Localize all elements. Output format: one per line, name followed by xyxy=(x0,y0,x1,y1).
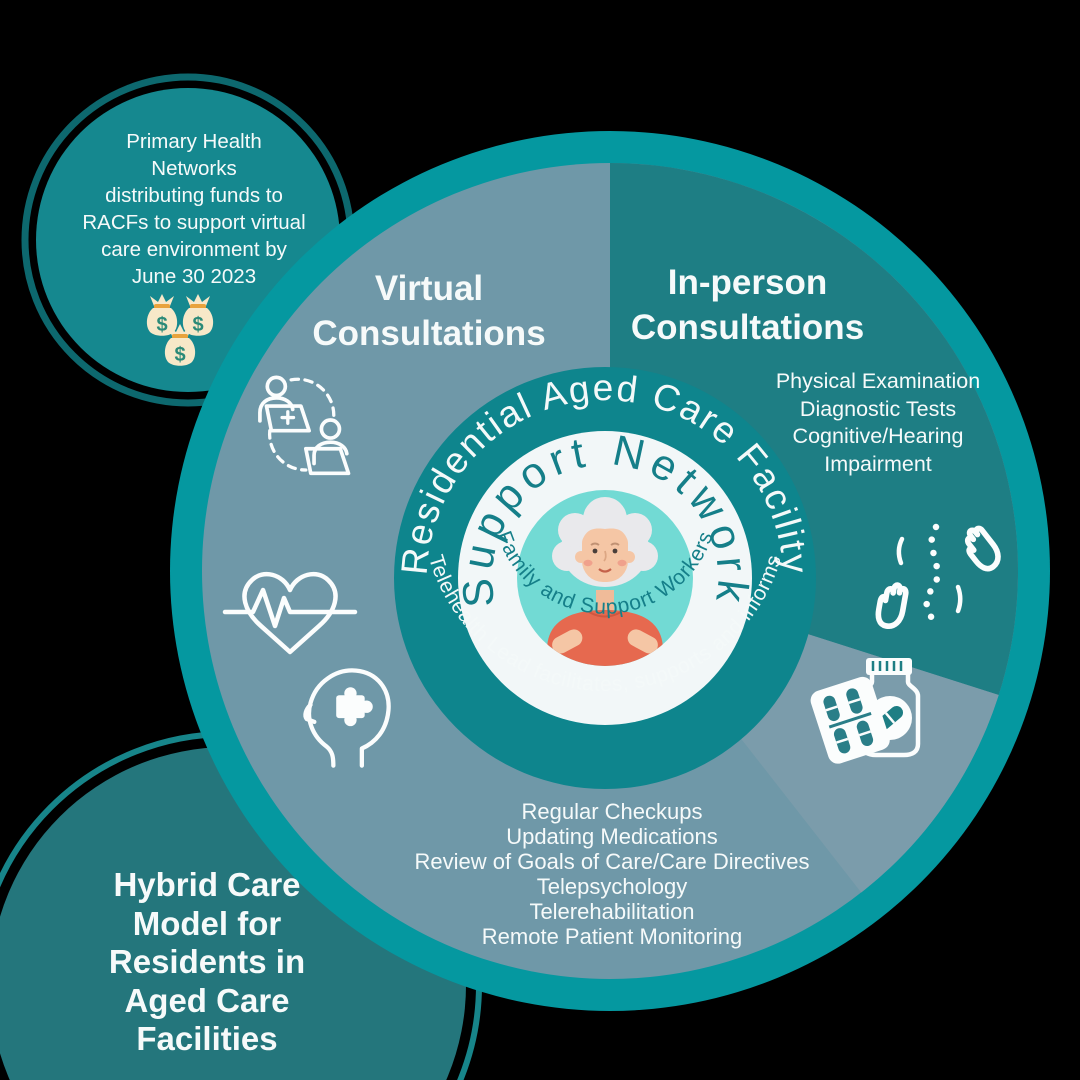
hybrid-line: Hybrid Care xyxy=(113,866,301,903)
shared-service-item: Telerehabilitation xyxy=(529,899,695,924)
dollar-sign: $ xyxy=(156,314,167,336)
inperson-title-line: In-person xyxy=(667,263,828,302)
virtual-title-line: Consultations xyxy=(312,314,546,353)
hybrid-line: Aged Care xyxy=(124,981,290,1019)
inperson-item: Impairment xyxy=(824,451,932,476)
virtual-title-line: Virtual xyxy=(374,269,484,308)
funding-line: Networks xyxy=(151,157,237,180)
hands-spine-icon xyxy=(875,523,1001,629)
telehealth-video-call-icon xyxy=(258,375,351,476)
pills-bottle-icon xyxy=(810,658,921,764)
money-bags-icon: $ $ $ xyxy=(146,294,214,366)
hybrid-line: Model for xyxy=(132,904,282,942)
funding-line: Primary Health xyxy=(126,130,262,153)
head-puzzle-icon xyxy=(303,668,391,768)
funding-line: June 30 2023 xyxy=(131,265,257,288)
funding-line: care environment by xyxy=(101,238,287,261)
dollar-sign: $ xyxy=(192,314,203,336)
elderly-woman-avatar xyxy=(547,497,663,666)
inperson-item: Cognitive/Hearing xyxy=(792,424,964,448)
heart-pulse-icon xyxy=(222,571,358,655)
shared-service-item: Updating Medications xyxy=(506,824,718,849)
inperson-title-line: Consultations xyxy=(630,308,865,347)
dollar-sign: $ xyxy=(174,344,185,366)
shared-service-item: Remote Patient Monitoring xyxy=(481,924,743,949)
inperson-item: Physical Examination xyxy=(775,369,981,393)
shared-service-item: Telepsychology xyxy=(536,874,688,899)
hybrid-line: Residents in xyxy=(108,943,306,980)
shared-service-item: Regular Checkups xyxy=(521,799,703,824)
shared-service-item: Review of Goals of Care/Care Directives xyxy=(414,849,810,874)
inperson-item: Diagnostic Tests xyxy=(799,396,957,421)
hybrid-line: Facilities xyxy=(136,1020,278,1057)
funding-line: RACFs to support virtual xyxy=(82,211,306,234)
funding-line: distributing funds to xyxy=(105,184,283,207)
